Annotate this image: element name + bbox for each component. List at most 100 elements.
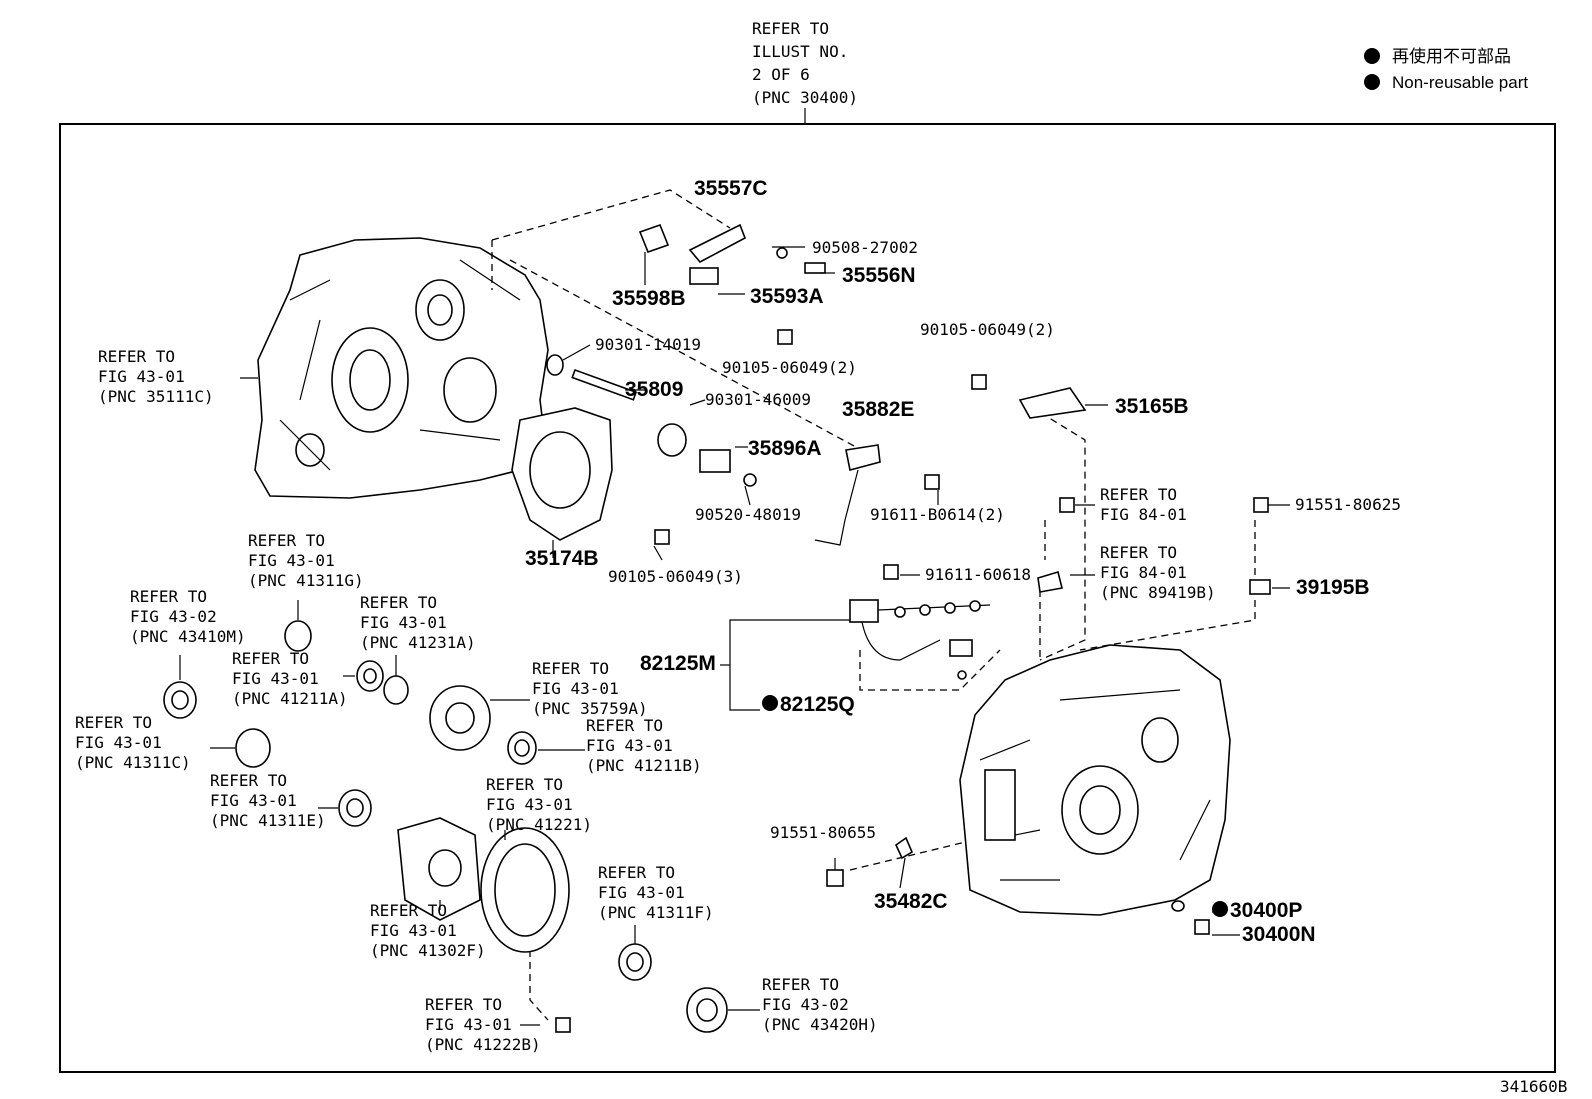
filled-dot-icon [1364, 74, 1380, 90]
ref-line: FIG 43-02 [130, 607, 217, 626]
ref-line: REFER TO [486, 775, 563, 794]
ref-line: (PNC 41211B) [586, 756, 702, 775]
ref-line: FIG 43-01 [370, 921, 457, 940]
ref-line: (PNC 41311F) [598, 903, 714, 922]
part-number-90301-14019[interactable]: 90301-14019 [595, 335, 701, 354]
refer-block[interactable]: REFER TO FIG 43-01 (PNC 41211B) [586, 716, 702, 775]
ref-line: REFER TO [598, 863, 675, 882]
ref-line: FIG 43-01 [598, 883, 685, 902]
ref-line: REFER TO [762, 975, 839, 994]
part-number-35809[interactable]: 35809 [625, 378, 683, 401]
refer-block[interactable]: REFER TO FIG 43-01 (PNC 41311G) [248, 531, 364, 590]
part-number-35593A[interactable]: 35593A [750, 285, 824, 308]
ref-line: (PNC 41211A) [232, 689, 348, 708]
assembly-line [1079, 600, 1256, 651]
leader-lines [179, 246, 1290, 1026]
ref-line: FIG 43-01 [360, 613, 447, 632]
ref-line: FIG 43-01 [586, 736, 673, 755]
part-number-35174B[interactable]: 35174B [525, 547, 599, 570]
part-number-90301-46009[interactable]: 90301-46009 [705, 390, 811, 409]
ref-line: REFER TO [1100, 543, 1177, 562]
ref-line: (PNC 43420H) [762, 1015, 878, 1034]
part-number-30400P[interactable]: 30400P [1230, 899, 1302, 922]
part-number-90105-06049[interactable]: 90105-06049(2) [920, 320, 1055, 339]
ref-line: (PNC 41222B) [425, 1035, 541, 1054]
oil-deflector-illustration[interactable] [511, 407, 613, 558]
part-number-30400N[interactable]: 30400N [1242, 923, 1316, 946]
refer-block[interactable]: REFER TO FIG 43-01 (PNC 41231A) [360, 593, 476, 652]
refer-block[interactable]: REFER TO FIG 84-01 [1100, 485, 1187, 524]
assembly-line [849, 829, 1016, 871]
refer-block[interactable]: REFER TO FIG 43-01 (PNC 41311F) [598, 863, 714, 922]
transaxle-case-illustration[interactable] [959, 644, 1231, 916]
ref-line: REFER TO [75, 713, 152, 732]
ref-line: FIG 43-01 [486, 795, 573, 814]
ref-line: REFER TO [425, 995, 502, 1014]
part-number-90520-48019[interactable]: 90520-48019 [695, 505, 801, 524]
ref-line: (PNC 35759A) [532, 699, 648, 718]
bearing-gear-parts-illustration[interactable] [163, 620, 728, 1033]
top-reference[interactable]: REFER TO ILLUST NO. 2 OF 6 (PNC 30400) [752, 19, 858, 124]
transaxle-housing-illustration[interactable] [254, 237, 549, 499]
ref-line: REFER TO [360, 593, 437, 612]
part-number-82125Q[interactable]: 82125Q [780, 693, 855, 716]
top-ref-line: ILLUST NO. [752, 42, 848, 61]
ref-line: REFER TO [210, 771, 287, 790]
top-ref-line: (PNC 30400) [752, 88, 858, 107]
ref-line: FIG 43-01 [248, 551, 335, 570]
legend: 再使用不可部品 Non-reusable part [1364, 46, 1528, 92]
ref-line: FIG 43-02 [762, 995, 849, 1014]
refer-block[interactable]: REFER TO FIG 43-01 (PNC 41222B) [425, 995, 541, 1054]
ref-line: FIG 43-01 [98, 367, 185, 386]
part-number-35557C[interactable]: 35557C [694, 177, 768, 200]
ref-line: FIG 43-01 [425, 1015, 512, 1034]
part-number-35556N[interactable]: 35556N [842, 264, 916, 287]
refer-block[interactable]: REFER TO FIG 84-01 (PNC 89419B) [1100, 543, 1216, 602]
ref-line: (PNC 41311C) [75, 753, 191, 772]
part-number-91551-80625[interactable]: 91551-80625 [1295, 495, 1401, 514]
part-number-82125M[interactable]: 82125M [640, 652, 716, 675]
ref-line: REFER TO [532, 659, 609, 678]
part-number-91551-80655[interactable]: 91551-80655 [770, 823, 876, 842]
refer-block[interactable]: REFER TO FIG 43-01 (PNC 41311E) [210, 771, 326, 830]
non-reusable-dot-icon [1212, 901, 1228, 917]
part-number-35598B[interactable]: 35598B [612, 287, 686, 310]
ref-line: (PNC 41302F) [370, 941, 486, 960]
top-ref-line: 2 OF 6 [752, 65, 810, 84]
part-number-35882E[interactable]: 35882E [842, 398, 914, 421]
part-number-35165B[interactable]: 35165B [1115, 395, 1189, 418]
refer-block[interactable]: REFER TO FIG 43-02 (PNC 43410M) [130, 587, 246, 646]
legend-en: Non-reusable part [1392, 73, 1528, 92]
part-number-39195B[interactable]: 39195B [1296, 576, 1370, 599]
ref-line: FIG 43-01 [532, 679, 619, 698]
refer-block[interactable]: REFER TO FIG 43-01 (PNC 41221) [486, 775, 592, 834]
refer-block[interactable]: REFER TO FIG 43-01 (PNC 35759A) [532, 659, 648, 718]
diagram-frame [59, 123, 1556, 1073]
callout-labels: 35557C 90508-27002 35556N 35598B 35593A … [525, 177, 1401, 946]
refer-block[interactable]: REFER TO FIG 43-02 (PNC 43420H) [762, 975, 878, 1034]
part-number-90105-06049[interactable]: 90105-06049(2) [722, 358, 857, 377]
ref-line: (PNC 35111C) [98, 387, 214, 406]
legend-jp: 再使用不可部品 [1392, 46, 1511, 66]
ref-line: (PNC 41311G) [248, 571, 364, 590]
ref-line: (PNC 43410M) [130, 627, 246, 646]
wire-harness-illustration[interactable] [849, 599, 991, 680]
refer-block[interactable]: REFER TO FIG 43-01 (PNC 41211A) [232, 649, 348, 708]
ref-line: FIG 43-01 [210, 791, 297, 810]
lever-parts-illustration[interactable] [546, 223, 1271, 935]
ref-line: REFER TO [586, 716, 663, 735]
ref-line: FIG 43-01 [75, 733, 162, 752]
part-number-90508-27002[interactable]: 90508-27002 [812, 238, 918, 257]
part-number-90105-06049[interactable]: 90105-06049(3) [608, 567, 743, 586]
part-number-91611-B0614[interactable]: 91611-B0614(2) [870, 505, 1005, 524]
part-number-91611-60618[interactable]: 91611-60618 [925, 565, 1031, 584]
ref-line: REFER TO [98, 347, 175, 366]
part-number-35896A[interactable]: 35896A [748, 437, 822, 460]
top-ref-line: REFER TO [752, 19, 829, 38]
ref-line: REFER TO [1100, 485, 1177, 504]
refer-block[interactable]: REFER TO FIG 43-01 (PNC 35111C) [98, 347, 214, 406]
refer-block[interactable]: REFER TO FIG 43-01 (PNC 41302F) [370, 901, 486, 960]
refer-block[interactable]: REFER TO FIG 43-01 (PNC 41311C) [75, 713, 191, 772]
figure-code: 341660B [1500, 1077, 1567, 1096]
part-number-35482C[interactable]: 35482C [874, 890, 948, 913]
